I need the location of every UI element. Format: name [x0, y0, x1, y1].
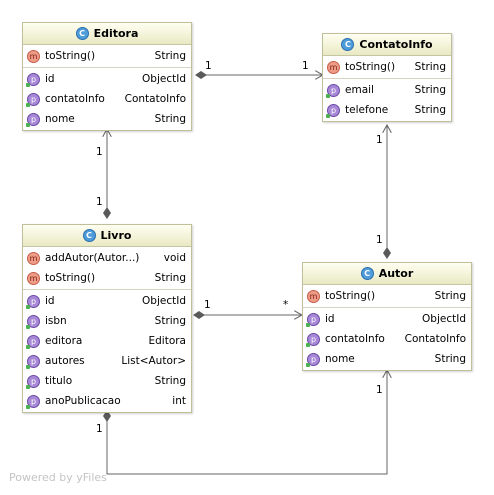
- method-icon: m: [27, 49, 40, 63]
- properties-section: p id ObjectId p contatoInfo ContatoInfo …: [303, 308, 471, 370]
- multiplicity-label: 1: [302, 60, 309, 72]
- property-icon: p: [26, 394, 40, 409]
- property-icon: p: [306, 352, 320, 367]
- method-icon: m: [27, 251, 40, 265]
- method-row[interactable]: m addAutor(Autor...) void: [23, 248, 191, 268]
- class-icon: C: [341, 38, 355, 51]
- property-row[interactable]: p nome String: [303, 349, 471, 369]
- composition-diamond: [195, 71, 207, 79]
- methods-section: m toString() String: [23, 45, 191, 68]
- property-row[interactable]: p id ObjectId: [23, 69, 191, 89]
- property-icon: p: [326, 83, 340, 98]
- method-icon: m: [27, 271, 40, 285]
- methods-section: m addAutor(Autor...) void m toString() S…: [23, 247, 191, 290]
- multiplicity-label: 1: [205, 60, 212, 72]
- properties-section: p id ObjectId p isbn String p editora Ed…: [23, 290, 191, 412]
- property-row[interactable]: p anoPublicacao int: [23, 391, 191, 411]
- property-icon: p: [326, 103, 340, 118]
- method-icon: m: [327, 60, 340, 74]
- class-header: C ContatoInfo: [323, 34, 451, 56]
- class-editora[interactable]: C Editora m toString() String p id Objec…: [22, 22, 192, 131]
- multiplicity-label: 1: [96, 146, 103, 158]
- class-livro[interactable]: C Livro m addAutor(Autor...) void m toSt…: [22, 224, 192, 413]
- property-icon: p: [26, 334, 40, 349]
- class-title: Autor: [378, 267, 414, 280]
- class-icon: C: [82, 229, 96, 242]
- property-icon: p: [26, 72, 40, 87]
- properties-section: p email String p telefone String: [323, 79, 451, 121]
- property-icon: p: [26, 112, 40, 127]
- property-row[interactable]: p contatoInfo ContatoInfo: [303, 329, 471, 349]
- properties-section: p id ObjectId p contatoInfo ContatoInfo …: [23, 68, 191, 130]
- method-row[interactable]: m toString() String: [303, 286, 471, 306]
- property-icon: p: [26, 294, 40, 309]
- class-icon: C: [360, 267, 374, 280]
- method-row[interactable]: m toString() String: [323, 57, 451, 77]
- property-row[interactable]: p id ObjectId: [303, 309, 471, 329]
- method-row[interactable]: m toString() String: [23, 46, 191, 66]
- class-header: C Autor: [303, 263, 471, 285]
- edge-autor-contatoinfo[interactable]: [383, 125, 391, 259]
- watermark: Powered by yFiles: [9, 471, 107, 484]
- edge-editora-contatoinfo[interactable]: [195, 71, 323, 79]
- class-title: ContatoInfo: [359, 38, 433, 51]
- multiplicity-label: 1: [96, 196, 103, 208]
- multiplicity-label: *: [283, 299, 289, 311]
- property-icon: p: [306, 332, 320, 347]
- multiplicity-label: 1: [376, 134, 383, 146]
- property-icon: p: [26, 92, 40, 107]
- class-header: C Livro: [23, 225, 191, 247]
- composition-diamond: [103, 207, 111, 219]
- edge-livro-editora[interactable]: [103, 129, 111, 219]
- property-row[interactable]: p email String: [323, 80, 451, 100]
- multiplicity-label: 1: [376, 234, 383, 246]
- property-row[interactable]: p telefone String: [323, 100, 451, 120]
- multiplicity-label: 1: [204, 299, 211, 311]
- property-row[interactable]: p nome String: [23, 109, 191, 129]
- composition-diamond: [103, 410, 111, 422]
- edge-livro-autor[interactable]: [193, 311, 302, 319]
- class-header: C Editora: [23, 23, 191, 45]
- property-row[interactable]: p editora Editora: [23, 331, 191, 351]
- methods-section: m toString() String: [323, 56, 451, 79]
- property-row[interactable]: p isbn String: [23, 311, 191, 331]
- composition-diamond: [383, 247, 391, 259]
- class-contatoinfo[interactable]: C ContatoInfo m toString() String p emai…: [322, 33, 452, 122]
- property-row[interactable]: p titulo String: [23, 371, 191, 391]
- method-icon: m: [307, 289, 320, 303]
- multiplicity-label: 1: [96, 423, 103, 435]
- class-autor[interactable]: C Autor m toString() String p id ObjectI…: [302, 262, 472, 371]
- class-title: Editora: [93, 27, 139, 40]
- methods-section: m toString() String: [303, 285, 471, 308]
- composition-diamond: [193, 311, 205, 319]
- class-icon: C: [75, 27, 89, 40]
- edge-livro-autor-loop[interactable]: [103, 370, 387, 475]
- property-icon: p: [26, 354, 40, 369]
- property-icon: p: [306, 312, 320, 327]
- property-row[interactable]: p id ObjectId: [23, 291, 191, 311]
- multiplicity-label: 1: [376, 384, 383, 396]
- property-row[interactable]: p autores List<Autor>: [23, 351, 191, 371]
- property-icon: p: [26, 374, 40, 389]
- method-row[interactable]: m toString() String: [23, 268, 191, 288]
- class-title: Livro: [100, 229, 132, 242]
- property-row[interactable]: p contatoInfo ContatoInfo: [23, 89, 191, 109]
- property-icon: p: [26, 314, 40, 329]
